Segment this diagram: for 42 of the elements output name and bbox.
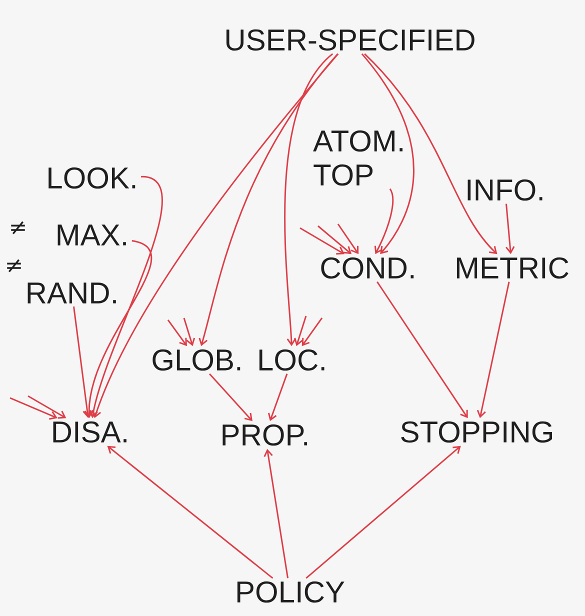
- arrow: [268, 374, 288, 422]
- term-label: ATOM. TOP: [313, 130, 402, 186]
- term-label: INFO.: [468, 179, 542, 201]
- arrow: [198, 53, 338, 346]
- arrow: [167, 320, 187, 346]
- term-label: COND.: [321, 257, 414, 279]
- arrow: [302, 318, 323, 346]
- arrow: [28, 395, 66, 419]
- arrow: [300, 227, 345, 255]
- arrow: [337, 224, 359, 254]
- arrow: [264, 448, 289, 578]
- arrow: [183, 318, 196, 346]
- arrow: [505, 204, 515, 254]
- arrow: [88, 176, 163, 418]
- arrow: [476, 282, 510, 418]
- term-label: USER-SPECIFIED: [226, 29, 474, 51]
- symbol-label: ≠: [7, 259, 21, 272]
- term-label: METRIC: [456, 257, 568, 279]
- arrow: [361, 53, 414, 254]
- arrow: [294, 316, 307, 346]
- arrow: [107, 446, 274, 579]
- term-label: GLOB.: [152, 349, 240, 371]
- arrow: [318, 225, 352, 254]
- arrow: [306, 446, 461, 579]
- arrow: [84, 240, 152, 418]
- arrow: [208, 373, 252, 422]
- term-label: PROP.: [222, 424, 308, 446]
- arrow: [284, 53, 334, 346]
- term-label: MAX.: [58, 224, 126, 246]
- arrow: [364, 53, 498, 254]
- term-label: LOOK.: [48, 167, 136, 189]
- term-label: POLICY: [237, 581, 344, 603]
- arrow: [73, 306, 92, 418]
- term-label: RAND.: [28, 282, 116, 304]
- arrow: [374, 188, 394, 254]
- term-label: LOC.: [259, 349, 324, 371]
- arrow: [10, 397, 58, 420]
- arrow: [376, 281, 468, 418]
- arrow: [92, 53, 339, 418]
- term-label: STOPPING: [401, 421, 552, 443]
- symbol-label: ≠: [11, 221, 25, 234]
- term-label: DISA.: [53, 421, 126, 443]
